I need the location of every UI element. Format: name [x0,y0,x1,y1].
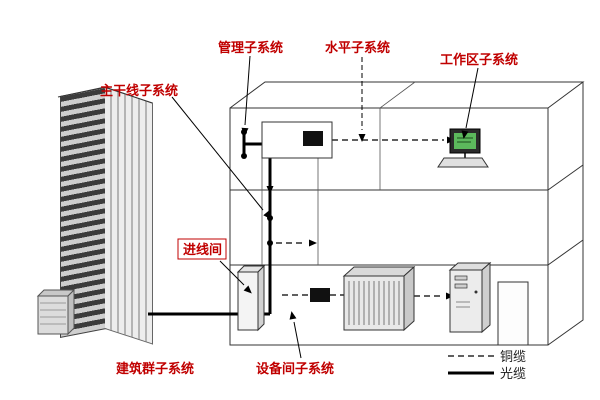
keyboard [437,157,489,168]
monitor-screen [454,133,476,149]
label-equipment-subsystem: 设备间子系统 [256,361,334,377]
entrance-cabinet [236,264,266,332]
server-rack [342,265,416,332]
telecom-closet [261,121,333,159]
arrowhead [266,186,274,194]
label-workarea-subsystem: 工作区子系统 [440,52,518,68]
label-management-subsystem: 管理子系统 [218,40,283,56]
arrowhead [309,239,317,247]
door [497,281,529,346]
pc-tower [448,261,492,334]
copper-cabling [276,139,444,297]
label-backbone-subsystem: 主干线子系统 [100,83,178,99]
leader-lines [171,55,479,359]
label-campus-subsystem: 建筑群子系统 [116,361,194,377]
legend: 铜缆 光缆 [448,349,526,382]
legend-copper-label: 铜缆 [500,349,526,365]
network-device [310,288,330,302]
label-entrance-room: 进线间 [183,242,222,258]
legend-fiber-label: 光缆 [500,366,526,382]
label-horizontal-subsystem: 水平子系统 [325,40,390,56]
building-annex [36,288,76,336]
workstation-computer [437,128,489,168]
building-roof-line [57,86,153,104]
entrance-label-box [177,238,227,260]
patch-panel-device [303,131,323,146]
subsystem-labels: 管理子系统 水平子系统 工作区子系统 主干线子系统 进线间 建筑群子系统 设备间… [100,40,518,377]
